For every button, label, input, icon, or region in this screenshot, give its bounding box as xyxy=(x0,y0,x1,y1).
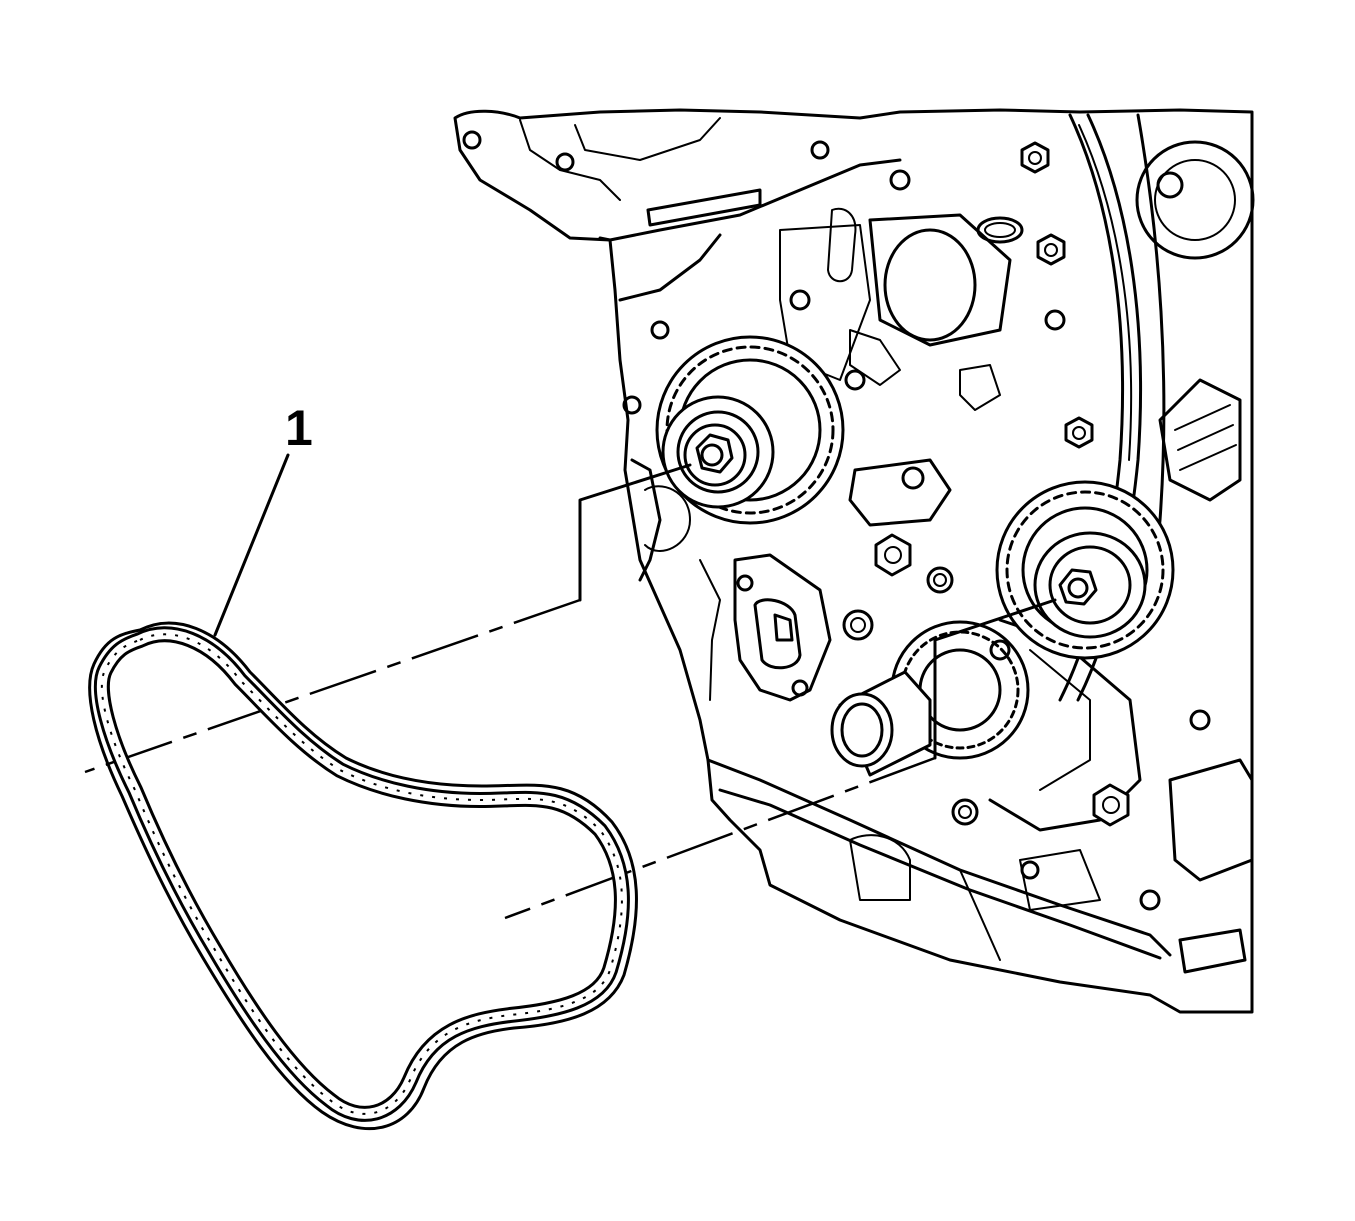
callout-1: 1 xyxy=(213,400,313,637)
timing-chain xyxy=(88,621,638,1130)
bolt-lower-right xyxy=(1092,783,1130,827)
bolt-mid-right xyxy=(1064,416,1094,449)
bolt-tensioner xyxy=(874,533,912,577)
chain-tensioner xyxy=(830,670,932,777)
camshaft-sprocket-right xyxy=(995,480,1175,660)
bolt-upper-right-2 xyxy=(1036,233,1066,266)
camshaft-sprocket-left xyxy=(655,335,845,525)
bolt-upper-right xyxy=(1020,141,1050,174)
callout-1-label: 1 xyxy=(285,400,313,456)
alignment-lines xyxy=(84,463,1057,920)
engine-block xyxy=(453,108,1255,1014)
